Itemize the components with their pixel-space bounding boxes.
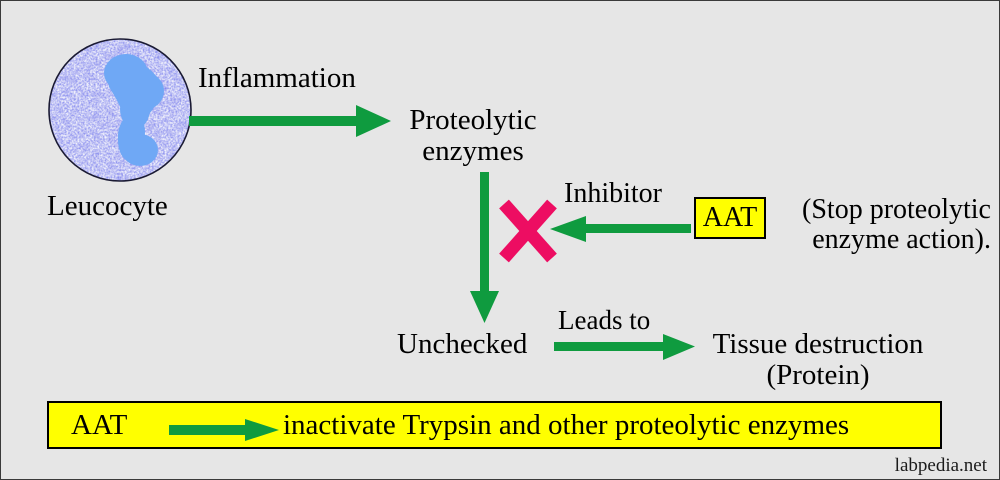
proteolytic-enzymes-label: Proteolytic enzymes [409,104,537,168]
leucocyte-cell-icon [47,37,193,183]
leucocyte-caption: Leucocyte [47,190,168,222]
inhibitor-label: Inhibitor [564,178,662,209]
tissue-destruction-label: Tissue destruction (Protein) [712,328,924,392]
aat-box-label: AAT [702,202,758,233]
summary-banner: AAT inactivate Trypsin and other proteol… [47,401,942,449]
leads-to-arrow-icon [554,334,695,360]
unchecked-label: Unchecked [397,328,528,360]
inhibitor-arrow-icon [550,216,691,242]
enzymes-down-arrow-icon [470,172,499,323]
block-x-icon [499,199,557,263]
banner-aat-label: AAT [71,409,128,441]
leads-to-label: Leads to [558,305,651,335]
aat-box: AAT [694,197,766,239]
banner-arrow-right-icon [169,419,279,441]
aat-note-label: (Stop proteolytic enzyme action). [802,194,991,256]
inflammation-label: Inflammation [198,62,356,94]
watermark: labpedia.net [894,455,987,476]
inflammation-arrow-icon [189,105,391,137]
banner-description: inactivate Trypsin and other proteolytic… [283,409,850,441]
